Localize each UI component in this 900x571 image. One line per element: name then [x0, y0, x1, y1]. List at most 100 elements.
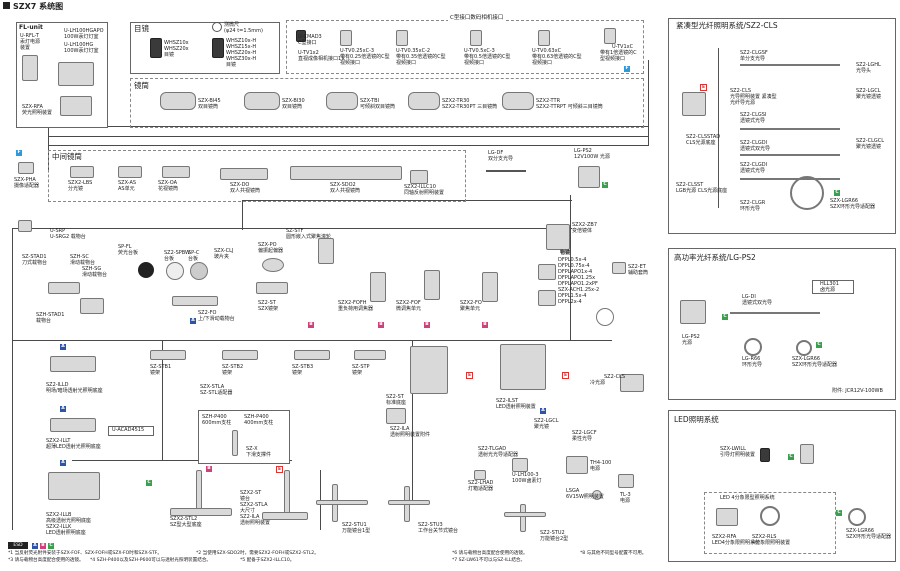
objective-item: DFPL1.5x-4: [558, 293, 587, 299]
base-desc: 万能镜台2型: [540, 536, 569, 542]
led-ring-illustration: [760, 506, 780, 526]
extension-tube-illustration: [612, 262, 626, 274]
eyepiece-item: WHSZ20x-H: [226, 50, 257, 56]
base-code: SZX2-ILLK: [46, 524, 72, 530]
stage-desc: 上/下滑动载物台: [198, 316, 235, 322]
led-panel: [668, 410, 896, 562]
base-desc: 冷光源: [590, 380, 606, 386]
led-title: LED照明系统: [674, 415, 719, 424]
cls-desc: 单分支光导: [740, 56, 766, 62]
tube-desc: SZX2-TR30PT 三目镜筒: [442, 104, 498, 110]
cls-panel: [668, 18, 896, 234]
intermediate-desc: 双人共视镜筒: [230, 188, 261, 194]
base-desc: 万能镜台1型: [342, 528, 371, 534]
stage-code: U-SRP: [50, 228, 66, 234]
base-desc: 镜架: [150, 370, 161, 376]
stage-code: SZ-STF: [286, 228, 304, 234]
cls-desc: 环形光导: [740, 206, 761, 212]
tag-a: A: [190, 318, 196, 324]
illumination-base-illustration: [50, 356, 96, 372]
base-code: SZ-STB3: [292, 364, 314, 370]
base-code: SZH-P400: [244, 414, 269, 420]
cls-desc: 透镜式光导: [740, 168, 766, 174]
fl-unit-item: 100W汞灯灯室: [64, 48, 99, 54]
base-code: SZX2-STLA: [240, 502, 268, 508]
lgps2-code: LG-PS2: [574, 148, 592, 154]
lgps2-desc: 12V100W 光源: [574, 154, 610, 160]
objective-item: DFPLAPO1.2xPF: [558, 281, 598, 287]
tag-e: E: [466, 372, 473, 379]
base-code: SZ-STP: [352, 364, 370, 370]
stage-code: SZX-CLJ: [214, 248, 234, 254]
cls-code: SZ2-CLGDI: [740, 140, 768, 146]
base-code: SZ-STB2: [222, 364, 244, 370]
illumination-base-illustration: [50, 418, 96, 432]
tube-illustration: [244, 92, 280, 110]
led-unit-illustration: [800, 444, 814, 464]
cmount-adapter-icon: [538, 30, 550, 46]
led-unit-illustration: [760, 448, 770, 462]
intermediate-code: SZX-SDO2: [330, 182, 356, 188]
eyepiece-item: WHSZ15x-H: [226, 44, 257, 50]
tube-code: SZX2-TR30: [442, 98, 470, 104]
lgps-desc: 环形光导: [742, 362, 763, 368]
base-code: SZX-STLA: [200, 384, 225, 390]
micrometer-icon: [212, 22, 222, 32]
led-stand-illustration: [500, 344, 546, 390]
fl-plate-illustration: [138, 262, 154, 278]
pillar-illustration: [284, 470, 290, 518]
intermediate-illustration: [290, 166, 402, 180]
fl-unit-item: 装置: [20, 45, 31, 51]
tag-b: B: [424, 322, 430, 328]
tag-b: B: [206, 466, 212, 472]
page-title: SZX7 系统图: [13, 2, 64, 11]
eyepiece-item: 目镜: [164, 52, 175, 58]
stand-illustration: [354, 350, 386, 360]
tag-b: B: [308, 322, 314, 328]
cls-desc: 光导头: [856, 68, 872, 74]
base-desc: 超薄LED透射光照明底座: [46, 444, 101, 450]
base-code: SZH-P400: [202, 414, 227, 420]
cls-guide-illustration: [740, 154, 840, 156]
focus-unit-illustration: [370, 272, 386, 302]
cls-code: SZ2-CLGSF: [740, 50, 768, 56]
connector-line: [12, 228, 13, 530]
fl-unit-heading: FL-unit: [19, 24, 43, 31]
base-desc: 下滑支撑件: [246, 452, 272, 458]
universal-stand-illustration: [316, 500, 368, 505]
intermediate-code: SZX-OA: [158, 180, 177, 186]
base-desc: 600mm支柱: [202, 420, 232, 426]
cls-desc: CLS光源底座: [686, 140, 716, 146]
micrometer-label: 测微尺: [224, 22, 240, 28]
base-code: SZ2-LGCF: [572, 430, 597, 436]
ring-guide-illustration: [790, 176, 824, 210]
tube-illustration: [326, 92, 358, 110]
intermediate-desc: AS单元: [118, 186, 135, 192]
cmount-code: U-TV0.63xC: [532, 48, 562, 54]
connector-line: [412, 340, 413, 500]
intermediate-label: 中间镜筒: [52, 152, 82, 161]
cls-light-source-illustration: [682, 92, 706, 116]
intermediate-code: SZX2-ILLC10: [404, 184, 436, 190]
base-desc: 100W卤素灯: [512, 478, 542, 484]
intermediate-illustration: [70, 166, 94, 178]
tag-c: C: [836, 510, 842, 516]
base-code: SZ-STB1: [150, 364, 172, 370]
eyepiece-icon: [150, 38, 162, 58]
base-desc: LED透射照明底座: [46, 530, 86, 536]
stage-code: SZ2-ST: [258, 300, 276, 306]
connector-line: [48, 126, 648, 127]
stand-illustration: [256, 282, 288, 294]
base-code: SZX2-ILLB: [46, 512, 72, 518]
intermediate-box: [48, 150, 466, 202]
cmount-desc: 带有0.25倍透镜的C型视频接口: [340, 54, 390, 66]
footnote: *1 当反射荧光附件安装于SZX-FOF、SZX-FOFH或SZX-FO时和SZ…: [8, 551, 163, 556]
tube-illustration: [408, 92, 440, 110]
tube-illustration: [502, 92, 534, 110]
footnote: *4 SZH-P400以及SZH-P600可以与透射光照明装置结合。: [90, 558, 212, 563]
lgps-desc: 卤光源: [820, 287, 836, 293]
cls-connector-line: [718, 48, 719, 208]
stage-code: SZ2-SPBW: [164, 250, 190, 256]
lgps-code: LG-DI: [742, 294, 756, 300]
base-desc: 400mm支柱: [244, 420, 274, 426]
